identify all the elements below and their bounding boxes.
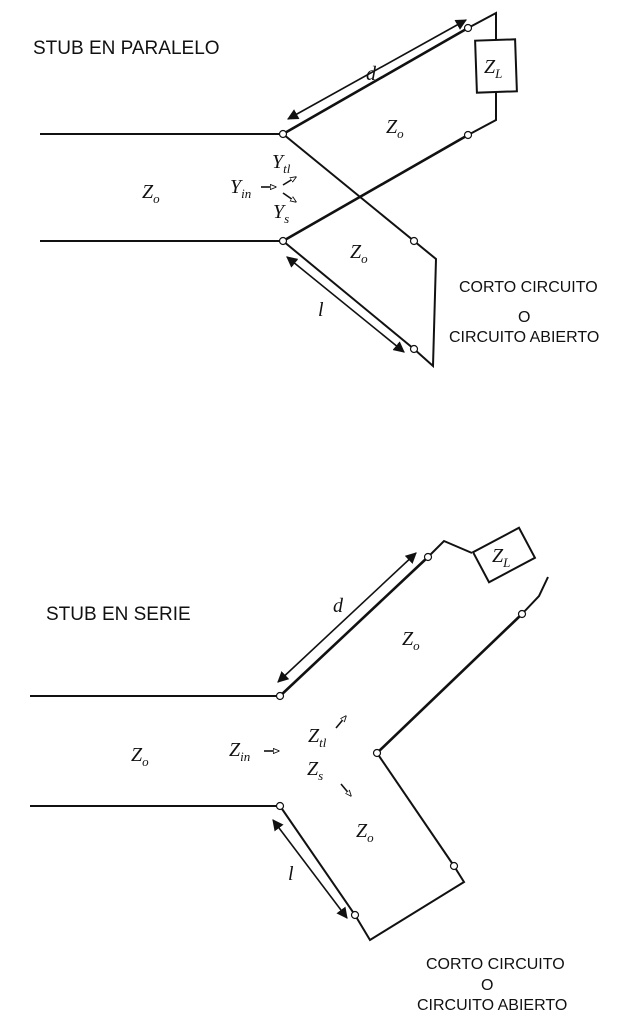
- series-load-box: [471, 526, 537, 584]
- node: [350, 910, 360, 920]
- parallel-load-lead-top: [467, 11, 497, 40]
- series-z-tl-arrow: [335, 716, 346, 729]
- parallel-load-box: [474, 38, 518, 94]
- series-load-lead-right: [521, 576, 549, 615]
- parallel-termination-line3: CIRCUITO ABIERTO: [449, 329, 599, 346]
- parallel-load-lead-bottom: [467, 92, 497, 136]
- series-termination-line1: CORTO CIRCUITO: [426, 956, 565, 973]
- parallel-load-line-impedance-label: Zo: [386, 116, 404, 141]
- series-z-s-arrow: [340, 783, 351, 796]
- parallel-termination-line1: CORTO CIRCUITO: [459, 279, 598, 296]
- parallel-stub-line-bottom: [282, 240, 415, 350]
- series-line-impedance-label: Zo: [131, 744, 149, 769]
- parallel-stub-termination: [413, 240, 438, 369]
- series-stub-line-bottom: [279, 805, 466, 942]
- series-z-tl-label: Ztl: [308, 725, 327, 750]
- series-z-in-label: Zin: [229, 739, 250, 764]
- series-stub-diagram: STUB EN SERIE ZL d l Zo Zo Zo Zin: [30, 526, 567, 1014]
- parallel-line-impedance-label: Zo: [142, 181, 160, 206]
- parallel-load-label: ZL: [484, 56, 502, 81]
- node: [275, 801, 285, 811]
- parallel-y-tl-arrow: [282, 177, 296, 186]
- series-stub-line-right: [376, 752, 455, 867]
- node: [409, 236, 419, 246]
- series-z-s-label: Zs: [307, 758, 323, 783]
- series-load-line-right: [376, 613, 523, 754]
- node: [278, 129, 288, 139]
- parallel-y-s-label: Ys: [273, 201, 289, 226]
- node: [517, 609, 527, 619]
- series-stub-length-label: l: [288, 863, 294, 885]
- series-load-line-top: [279, 556, 429, 697]
- node: [423, 552, 433, 562]
- series-load-line-impedance-label: Zo: [402, 628, 420, 653]
- series-distance-label: d: [333, 595, 344, 617]
- parallel-distance-label: d: [366, 63, 377, 85]
- series-distance-arrow: [277, 552, 417, 683]
- parallel-stub-diagram: STUB EN PARALELO ZL d l Zo Zo Zo Yin: [33, 11, 599, 369]
- series-load-lead-top: [427, 539, 473, 558]
- parallel-y-s-arrow: [282, 192, 296, 202]
- node: [463, 23, 473, 33]
- parallel-title: STUB EN PARALELO: [33, 38, 220, 59]
- node: [449, 861, 459, 871]
- series-title: STUB EN SERIE: [46, 604, 191, 625]
- parallel-stub-line-top: [282, 133, 415, 242]
- node: [409, 344, 419, 354]
- node: [463, 130, 473, 140]
- parallel-stub-length-arrow: [286, 256, 405, 353]
- series-termination-line2: O: [481, 977, 493, 994]
- series-stub-impedance-label: Zo: [356, 820, 374, 845]
- series-load-label: ZL: [492, 545, 510, 570]
- node: [278, 236, 288, 246]
- parallel-y-in-label: Yin: [230, 176, 251, 201]
- parallel-y-tl-label: Ytl: [272, 151, 291, 176]
- node: [372, 748, 382, 758]
- series-stub-length-arrow: [272, 819, 348, 919]
- node: [275, 691, 285, 701]
- parallel-distance-arrow: [287, 19, 467, 120]
- parallel-stub-impedance-label: Zo: [350, 241, 368, 266]
- parallel-stub-length-label: l: [318, 299, 324, 321]
- series-termination-line3: CIRCUITO ABIERTO: [417, 997, 567, 1014]
- parallel-termination-line2: O: [518, 309, 530, 326]
- parallel-load-line-bottom: [282, 133, 469, 243]
